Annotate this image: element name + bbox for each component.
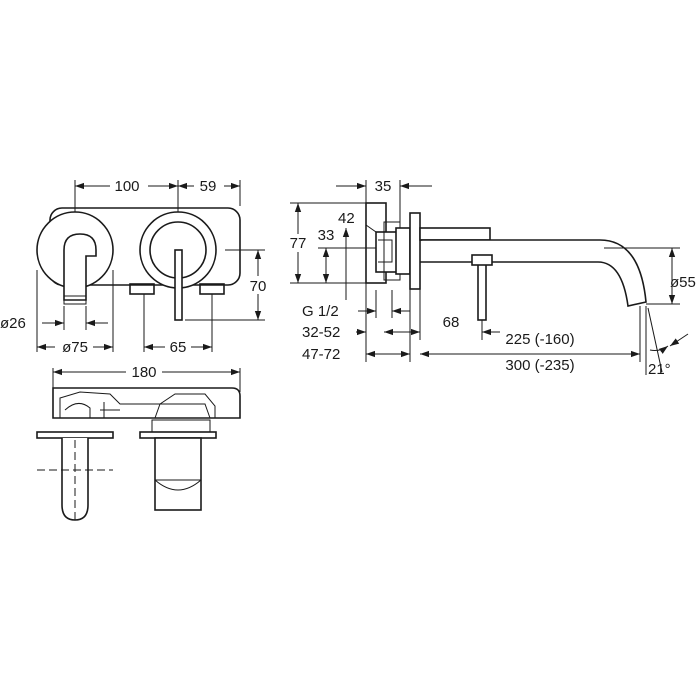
dim-rosette-diameter: ø75 bbox=[62, 339, 88, 356]
dim-spout-diameter: ø26 bbox=[0, 315, 26, 332]
valve-flange bbox=[395, 227, 411, 275]
dim-range-2: 47-72 bbox=[302, 346, 340, 363]
mixer-rosette-edge bbox=[139, 431, 217, 439]
spout-connector bbox=[419, 227, 491, 241]
dim-spout-outlet-diameter: ø55 bbox=[670, 274, 696, 291]
dim-lever-length: 68 bbox=[443, 314, 460, 331]
spout-arc bbox=[420, 239, 647, 307]
spout-rosette-edge bbox=[36, 431, 114, 439]
dim-side-height-outer: 77 bbox=[290, 235, 307, 252]
dim-side-offset: 42 bbox=[338, 210, 355, 227]
side-view: 35 77 33 42 G 1/2 68 32-52 bbox=[286, 178, 696, 378]
dim-mixer-width: 100 bbox=[114, 178, 139, 195]
dim-spout-length-1: 225 (-160) bbox=[505, 331, 574, 348]
spout-body bbox=[63, 233, 97, 301]
mixer-thread bbox=[151, 419, 211, 433]
spout-aerator bbox=[63, 295, 87, 305]
dim-thread: G 1/2 bbox=[302, 303, 339, 320]
valve-housing bbox=[52, 387, 241, 419]
mixer-lever bbox=[174, 249, 183, 321]
dim-side-height-inner: 33 bbox=[318, 227, 335, 244]
top-view: 180 bbox=[36, 362, 241, 521]
dim-spout-angle: 21° bbox=[648, 361, 671, 378]
dim-spout-length-2: 300 (-235) bbox=[505, 357, 574, 374]
dim-handle-offset: 65 bbox=[170, 339, 187, 356]
dim-side-depth: 35 bbox=[375, 178, 392, 195]
dim-top-width: 180 bbox=[131, 364, 156, 381]
front-view: 100 59 70 ø26 ø75 65 bbox=[0, 176, 272, 356]
dim-front-height: 70 bbox=[250, 278, 267, 295]
mixer-cartridge bbox=[154, 437, 202, 511]
valve-body-side bbox=[375, 231, 399, 273]
dim-spout-width: 59 bbox=[200, 178, 217, 195]
wall-plate-side bbox=[409, 212, 421, 290]
dim-range-1: 32-52 bbox=[302, 324, 340, 341]
valve-stub-left bbox=[129, 283, 155, 295]
lever-side bbox=[477, 261, 487, 321]
housing-inner bbox=[59, 391, 216, 418]
